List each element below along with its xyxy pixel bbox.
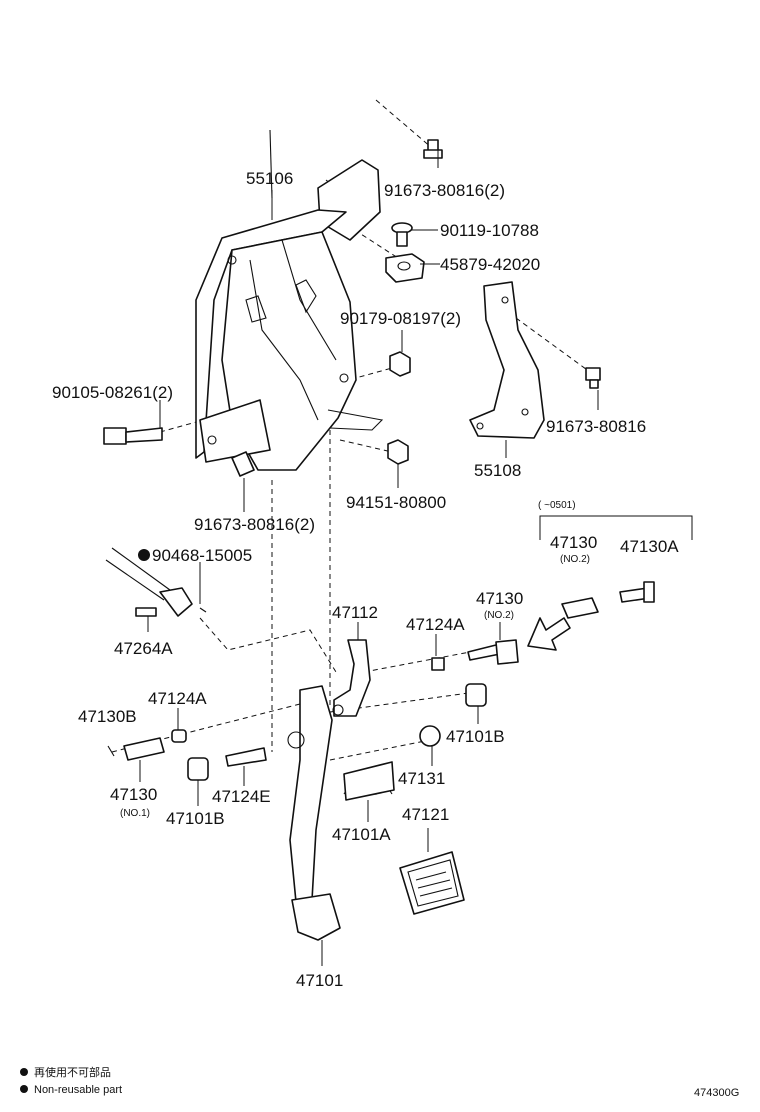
spring-47101A <box>343 761 395 801</box>
pedal-bracket-55106 <box>195 129 384 471</box>
legend-dot-icon-2 <box>20 1085 28 1093</box>
label-55108: 55108 <box>474 461 521 480</box>
pedal-arm-47101 <box>287 685 341 941</box>
label-box-header: ( ~0501) <box>538 500 576 511</box>
label-47130-no1-sub: (NO.1) <box>120 808 150 819</box>
label-91673-top: 91673-80816(2) <box>384 181 505 200</box>
label-47130-box: 47130 <box>550 533 597 552</box>
label-47130-no2-main: 47130 <box>476 589 523 608</box>
label-47130-box-sub: (NO.2) <box>560 554 590 565</box>
non-reusable-dot-icon <box>138 549 150 561</box>
leader-lines <box>139 148 599 966</box>
label-45879: 45879-42020 <box>440 255 540 274</box>
label-47101B-left: 47101B <box>166 809 225 828</box>
label-47121: 47121 <box>402 805 449 824</box>
legend-line1: 再使用不可部品 <box>34 1065 111 1079</box>
label-94151: 94151-80800 <box>346 493 446 512</box>
direction-arrow-icon <box>527 617 571 651</box>
label-47264A: 47264A <box>114 639 173 658</box>
label-47130A: 47130A <box>620 537 679 556</box>
figure-code: 474300G <box>694 1087 739 1099</box>
label-47101B-right: 47101B <box>446 727 505 746</box>
part-labels: 55106 91673-80816(2) 90119-10788 45879-4… <box>52 169 679 990</box>
label-91673-right: 91673-80816 <box>546 417 646 436</box>
label-47124A-right: 47124A <box>406 615 465 634</box>
label-90179: 90179-08197(2) <box>340 309 461 328</box>
label-47101: 47101 <box>296 971 343 990</box>
fasteners <box>103 139 655 781</box>
bracket-box <box>539 515 693 540</box>
legend: 再使用不可部品 Non-reusable part <box>20 1065 122 1096</box>
label-90119: 90119-10788 <box>440 221 539 240</box>
label-55106: 55106 <box>246 169 293 188</box>
label-47124A-left: 47124A <box>148 689 207 708</box>
label-47130B: 47130B <box>78 707 137 726</box>
legend-line2: Non-reusable part <box>34 1084 122 1096</box>
label-47131: 47131 <box>398 769 445 788</box>
label-47130-no2-main-sub: (NO.2) <box>484 610 514 621</box>
pedal-pad-47121 <box>399 851 465 915</box>
label-91673-bottom: 91673-80816(2) <box>194 515 315 534</box>
label-47101A: 47101A <box>332 825 391 844</box>
bracket-55108 <box>469 281 545 439</box>
label-47130-no1: 47130 <box>110 785 157 804</box>
label-90468: 90468-15005 <box>138 546 252 565</box>
label-47112: 47112 <box>332 603 378 622</box>
label-47124E: 47124E <box>212 787 271 806</box>
label-90105: 90105-08261(2) <box>52 383 173 402</box>
legend-dot-icon <box>20 1068 28 1076</box>
label-90468-text: 90468-15005 <box>152 546 252 565</box>
